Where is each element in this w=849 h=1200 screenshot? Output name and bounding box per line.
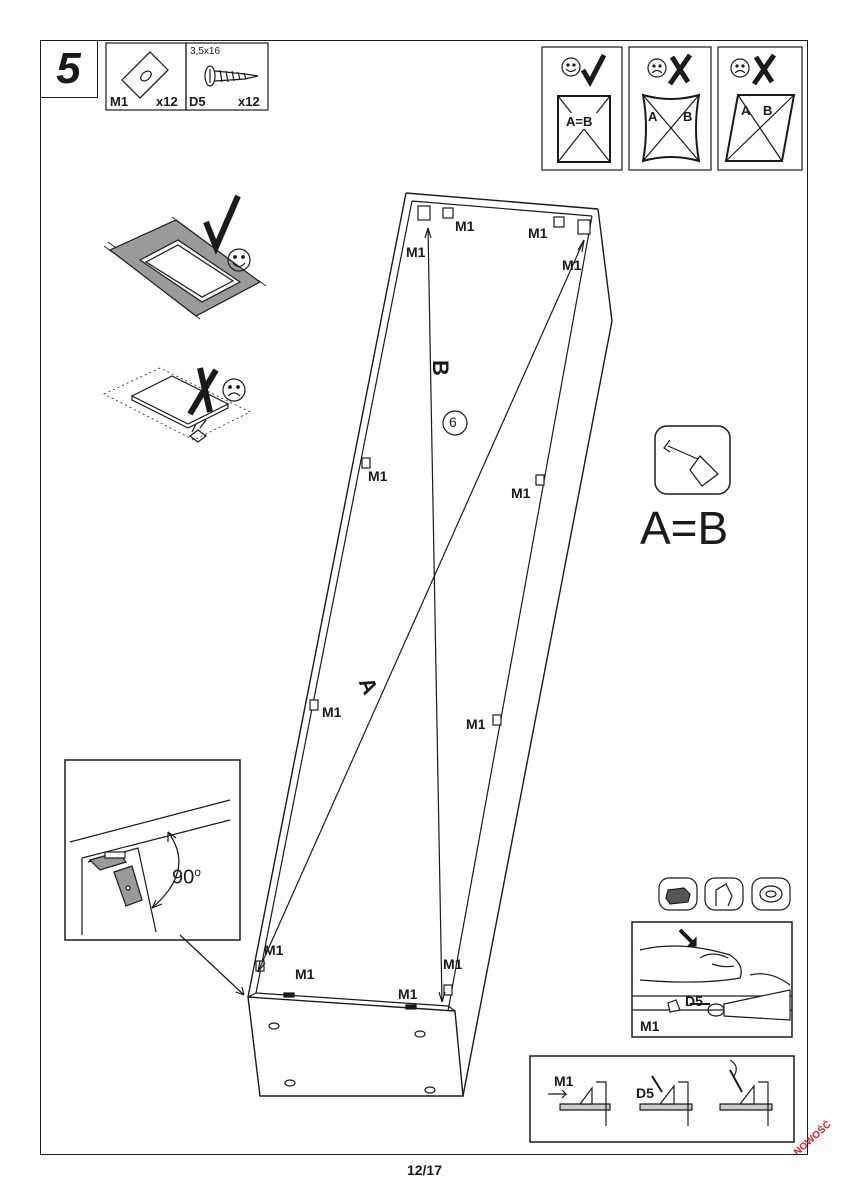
cross-icon [751, 53, 777, 86]
cabinet-part-label: M1 [466, 716, 486, 732]
cabinet-part-label: M1 [406, 244, 426, 260]
sequence-label-d5: D5 [636, 1085, 654, 1101]
check-wrong1-label-b: B [683, 109, 693, 124]
sad-face-icon [730, 58, 750, 78]
cabinet-part-label: M1 [455, 218, 475, 234]
smiley-icon [561, 57, 581, 77]
cabinet-part-label: M1 [443, 956, 463, 972]
tape-icon [751, 877, 791, 911]
bracket-markers [255, 205, 591, 996]
diagonal-a [257, 239, 585, 973]
part-qty-m1: x12 [156, 94, 178, 109]
glove-icon [658, 877, 698, 911]
step-number: 5 [40, 40, 98, 98]
page-number: 12/17 [406, 1162, 443, 1178]
corner-detail [64, 759, 245, 996]
parts-panel [105, 42, 269, 111]
squareness-check-panel [541, 46, 803, 171]
sad-face-icon [222, 378, 246, 402]
drill-label-m1: M1 [640, 1018, 660, 1034]
angle-label: 90o [172, 866, 201, 888]
angle-unit: o [194, 865, 201, 879]
cabinet-part-label: M1 [528, 225, 548, 241]
sequence-label-m1: M1 [554, 1073, 574, 1089]
cabinet-carcass [247, 192, 613, 1097]
diagonal-b [424, 227, 446, 1003]
work-surface-bad [103, 367, 251, 443]
sad-face-icon [647, 58, 667, 78]
smiley-icon [227, 248, 251, 272]
corner-bracket-icon [121, 51, 169, 99]
cross-icon [667, 53, 693, 86]
sequence-panel [529, 1055, 795, 1143]
part-qty-d5: x12 [238, 94, 260, 109]
angle-value: 90 [172, 866, 195, 889]
work-surface-good [103, 216, 267, 320]
drill-illustration [631, 921, 793, 1038]
part-size-d5: 3,5x16 [190, 46, 221, 57]
tool-icons [658, 877, 791, 911]
screw-icon [204, 65, 259, 87]
cross-icon [187, 367, 219, 416]
check-correct-label: A=B [566, 114, 593, 129]
part-code-d5: D5 [189, 94, 206, 109]
panel-number-circle [442, 410, 468, 436]
drill-label-d5: D5 [685, 993, 703, 1009]
checkmark-icon [580, 53, 607, 88]
tape-measure-icon [654, 425, 731, 495]
panel-number: 6 [449, 414, 457, 430]
diagonal-b-label: B [427, 360, 453, 376]
measure-label: A=B [640, 502, 729, 554]
cabinet-part-label: M1 [511, 485, 531, 501]
cabinet-part-label: M1 [398, 986, 418, 1002]
checkmark-icon [203, 194, 241, 255]
cabinet-part-label: M1 [264, 942, 284, 958]
part-code-m1: M1 [110, 94, 129, 109]
check-wrong1-label-a: A [648, 109, 658, 124]
cabinet-part-label: M1 [295, 966, 315, 982]
cabinet-part-label: M1 [322, 704, 342, 720]
hand-icon [704, 877, 744, 911]
check-wrong2-label-a: A [741, 103, 751, 118]
cabinet-part-label: M1 [368, 468, 388, 484]
page-frame [40, 40, 808, 1155]
cabinet-part-label: M1 [562, 257, 582, 273]
check-wrong2-label-b: B [763, 103, 773, 118]
